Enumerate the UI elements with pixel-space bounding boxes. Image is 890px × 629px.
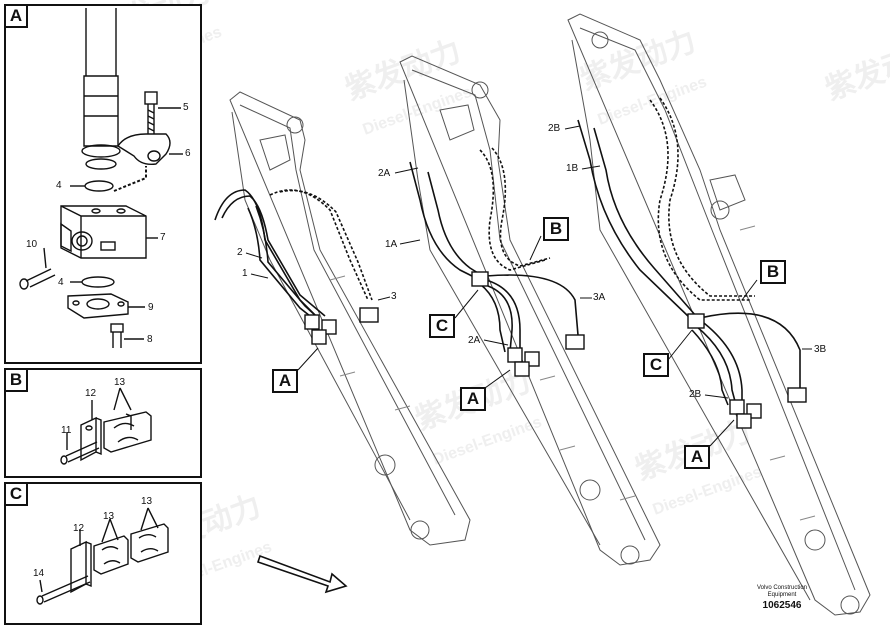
panel-a-label-5: 5 (183, 102, 189, 113)
footer-doc-number: 1062546 (762, 600, 802, 611)
boom3-callout-b: B (760, 260, 786, 284)
panel-b-label-13: 13 (114, 377, 126, 388)
boom3-callout-a: A (684, 445, 710, 469)
panel-a-label-6: 6 (185, 148, 191, 159)
footer-company-line1: Volvo Construction (756, 585, 808, 591)
boom2-callout-a: A (460, 387, 486, 411)
panel-a-drawing (19, 8, 183, 348)
boom1-label-3: 3 (391, 291, 397, 302)
boom2-label-3A: 3A (593, 292, 606, 303)
boom2-callout-c: C (429, 314, 455, 338)
panel-c-tag: C (6, 484, 28, 506)
boom2-label-2A-top: 2A (378, 168, 391, 179)
panel-c-label-14: 14 (33, 568, 45, 579)
panel-c-label-12: 12 (73, 523, 85, 534)
boom2-label-2A-bottom: 2A (468, 335, 481, 346)
detail-panel-c: C 12 13 13 14 (4, 482, 202, 625)
panel-c-label-13-left: 13 (103, 511, 115, 522)
detail-panel-a: A (4, 4, 202, 364)
document-footer: Volvo Construction Equipment 1062546 (732, 585, 832, 612)
boom2-label-1A: 1A (385, 239, 398, 250)
panel-a-label-7: 7 (160, 232, 166, 243)
boom3-label-3B: 3B (814, 344, 827, 355)
boom3-label-1B: 1B (566, 163, 579, 174)
detail-panel-b: B 12 13 11 (4, 368, 202, 478)
panel-a-label-4-bottom: 4 (58, 277, 64, 288)
panel-b-label-11: 11 (61, 425, 72, 436)
boom1-callout-a: A (272, 369, 298, 393)
boom1-label-2: 2 (237, 247, 243, 258)
direction-arrow (256, 554, 348, 594)
panel-c-drawing (36, 507, 169, 605)
panel-b-label-12: 12 (85, 388, 97, 399)
panel-a-label-8: 8 (147, 334, 153, 345)
panel-a-label-10: 10 (26, 239, 38, 250)
boom3-label-2B-bottom: 2B (689, 389, 702, 400)
panel-b-tag: B (6, 370, 28, 392)
boom3-callout-c: C (643, 353, 669, 377)
boom2-callout-b: B (543, 217, 569, 241)
panel-a-label-4-top: 4 (56, 180, 62, 191)
panel-b-drawing (60, 387, 152, 465)
footer-company-line2: Equipment (767, 592, 797, 598)
panel-a-tag: A (6, 6, 28, 28)
panel-c-label-13-right: 13 (141, 496, 153, 507)
boom3-label-2B-top: 2B (548, 123, 561, 134)
boom1-label-1: 1 (242, 268, 248, 279)
panel-a-label-9: 9 (148, 302, 154, 313)
